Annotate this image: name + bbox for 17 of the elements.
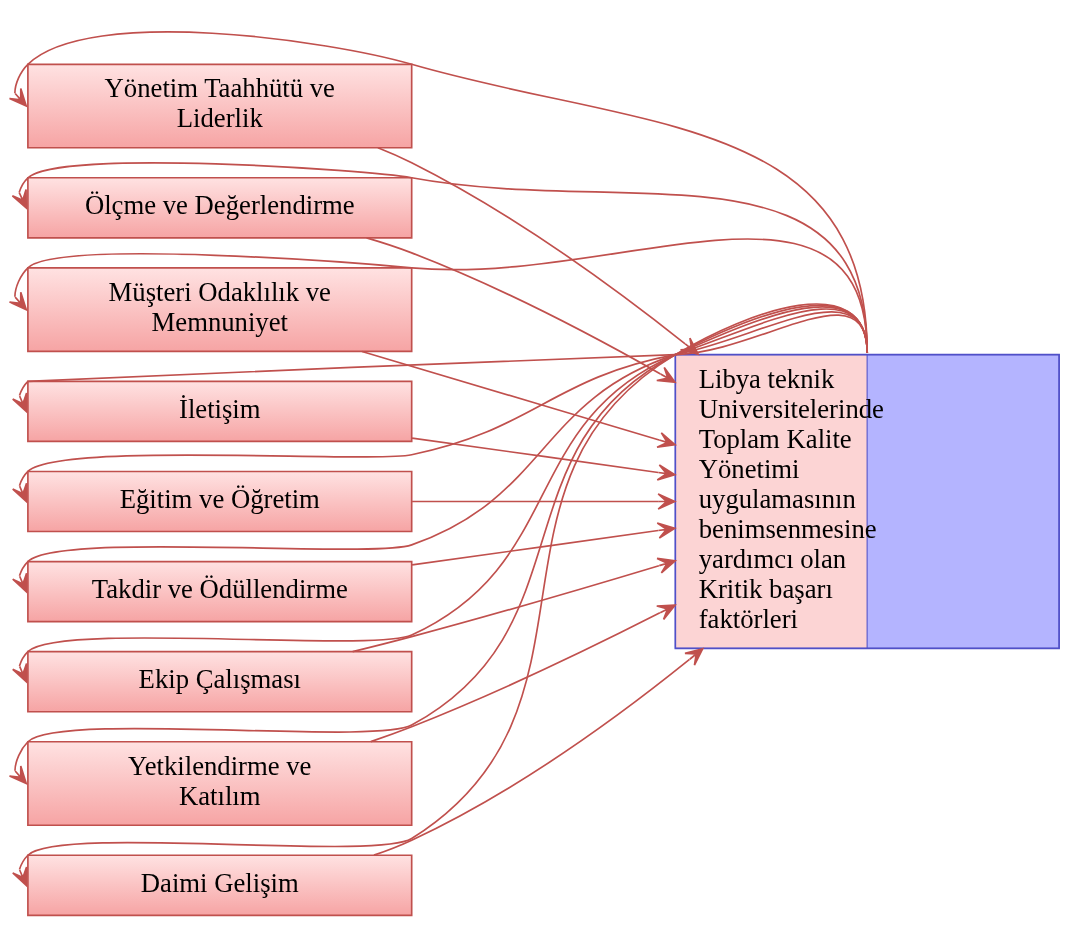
node-box: Ölçme ve Değerlendirme: [27, 176, 413, 239]
node-box: Daimi Gelişim: [27, 854, 413, 917]
node-box: İletişim: [27, 380, 413, 443]
arrow: [361, 350, 677, 449]
arrow: [411, 522, 676, 566]
node-box: Ekip Çalışması: [27, 650, 413, 713]
arrow: [365, 237, 676, 384]
node-box: Takdir ve Ödüllendirme: [27, 560, 413, 623]
arrow: [411, 437, 676, 481]
node-box: Müşteri Odaklılık ve Memnuniyet: [27, 267, 413, 353]
node-box: Eğitim ve Öğretim: [27, 470, 413, 533]
arrow: [411, 493, 676, 510]
node-box: Yönetim Taahhütü ve Liderlik: [27, 63, 413, 149]
node-box: Yetkilendirme ve Katılım: [27, 740, 413, 827]
arrow: [369, 604, 676, 743]
arrow: [351, 557, 677, 653]
arrow: [373, 647, 704, 856]
